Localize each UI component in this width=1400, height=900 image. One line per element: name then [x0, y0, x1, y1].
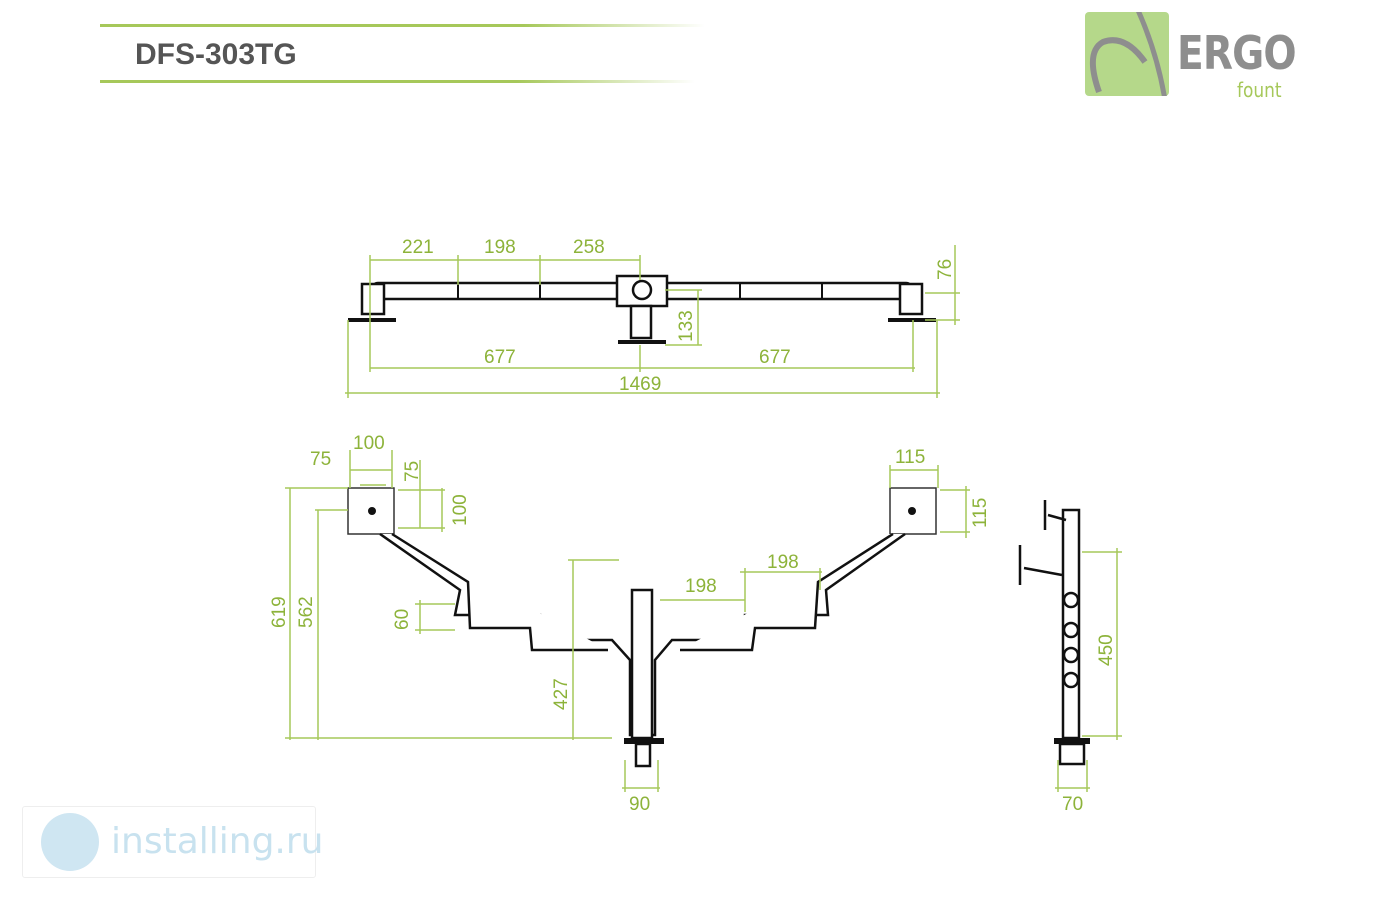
dim-115-width: 115	[895, 447, 925, 468]
dim-258: 258	[573, 237, 605, 258]
right-mount	[898, 282, 924, 316]
dim-75-height: 75	[402, 461, 423, 482]
header-rule-bottom	[100, 80, 695, 83]
dim-677-left: 677	[484, 347, 516, 368]
logo-swoosh-icon	[1090, 6, 1168, 101]
front-view-dimension-lines	[285, 450, 970, 792]
dim-60: 60	[392, 609, 413, 630]
right-plate	[888, 318, 936, 322]
dim-70: 70	[1062, 794, 1083, 815]
desk-clamp	[624, 738, 664, 744]
center-post	[629, 304, 653, 340]
left-vesa-plate	[347, 487, 395, 535]
dim-198-lower: 198	[685, 576, 717, 597]
dim-450: 450	[1096, 634, 1117, 666]
dim-75-width: 75	[310, 449, 331, 470]
header-rule-top	[100, 24, 705, 27]
logo-sub: fount	[1237, 78, 1282, 102]
side-view: 450 70	[1018, 500, 1122, 815]
left-mount	[360, 282, 386, 316]
dim-427: 427	[551, 678, 572, 710]
ergofount-logo: ERGO fount	[1085, 6, 1297, 103]
logo-mark	[1085, 6, 1169, 101]
watermark-text: installing.ru	[111, 821, 324, 862]
dim-619: 619	[269, 596, 290, 628]
dim-100-height: 100	[450, 494, 471, 526]
watermark-logo-icon	[41, 813, 99, 871]
dim-1469: 1469	[619, 374, 661, 395]
logo-brand: ERGO	[1177, 26, 1297, 80]
front-view: 75 100 75 100 115 115 619 562 60 427 198…	[269, 433, 991, 815]
center-pole	[630, 588, 654, 740]
top-view-dimension-lines	[345, 245, 960, 398]
dim-198-top: 198	[484, 237, 516, 258]
dim-677-right: 677	[759, 347, 791, 368]
dim-115-height: 115	[970, 498, 991, 528]
dim-198-upper: 198	[767, 552, 799, 573]
page-title: DFS-303TG	[135, 38, 297, 71]
watermark: installing.ru	[22, 806, 323, 878]
left-plate	[348, 318, 396, 322]
dim-221: 221	[402, 237, 434, 258]
side-clamp	[1054, 738, 1090, 744]
top-view: 221 198 258 76 133 677 677 1469	[345, 237, 960, 398]
dim-562: 562	[296, 596, 317, 628]
dim-100-width: 100	[353, 433, 385, 454]
dim-90: 90	[629, 794, 650, 815]
side-view-dimension-lines	[1055, 548, 1122, 792]
dim-133: 133	[676, 310, 697, 342]
dim-76: 76	[935, 259, 956, 280]
